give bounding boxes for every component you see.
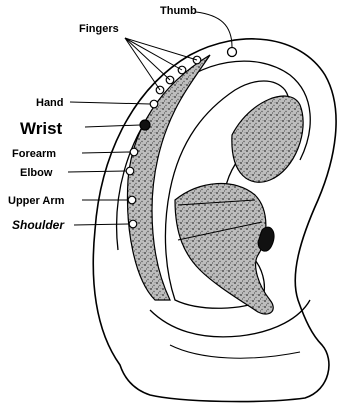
shoulder-point <box>129 220 137 228</box>
thumb-label: Thumb <box>160 5 197 17</box>
wrist-label: Wrist <box>20 119 63 138</box>
forearm-point <box>130 148 138 156</box>
cavum-concha <box>175 184 273 315</box>
thumb-point <box>228 48 237 57</box>
hand-label: Hand <box>36 97 64 109</box>
ear-lobe <box>150 300 310 337</box>
cymba-concha <box>232 96 303 182</box>
ear-lobe-lower <box>170 345 300 358</box>
hand-point <box>150 100 158 108</box>
fingers-leader-4 <box>125 38 160 90</box>
elbow-label: Elbow <box>20 167 53 179</box>
upper-arm-label: Upper Arm <box>8 195 65 207</box>
wrist-leader <box>85 125 140 127</box>
forearm-leader <box>82 152 130 153</box>
wrist-point <box>140 120 150 130</box>
upper-arm-point <box>128 196 136 204</box>
shoulder-label: Shoulder <box>12 218 65 232</box>
elbow-leader <box>68 171 126 172</box>
elbow-point <box>126 167 134 175</box>
fingers-leader-1 <box>125 38 197 60</box>
shoulder-leader <box>74 224 129 225</box>
fingers-label: Fingers <box>79 23 119 35</box>
forearm-label: Forearm <box>12 148 56 160</box>
